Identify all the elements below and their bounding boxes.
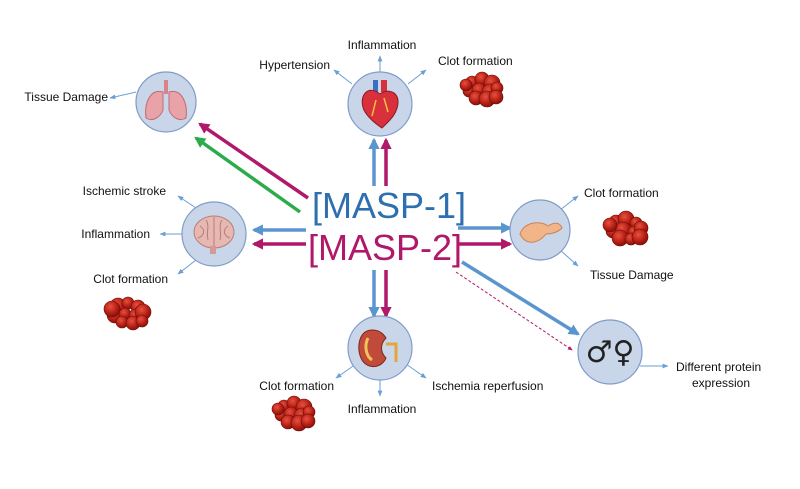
clot-icon [602,210,649,247]
node-heart [347,71,413,137]
node-lungs [135,71,197,133]
lungs-effect-tissue-damage: Tissue Damage [24,90,108,104]
effect-arrow-lungs-tissue [109,91,137,100]
blue-arrow-to-sex [461,260,580,336]
green-arrow-to-lungs [194,136,302,214]
effect-arrow-kidney-ischemia [405,363,427,379]
node-sex: ♂♀ [577,319,643,385]
effect-arrow-kidney-clot [335,363,357,379]
brain-effect-clot-formation: Clot formation [93,272,168,286]
brain-effect-inflammation: Inflammation [81,227,150,241]
heart-icon [361,80,399,129]
effect-arrow-brain-clot [177,259,197,275]
effect-arrows [109,55,669,397]
masp-arrows [194,122,580,351]
heart-effect-hypertension: Hypertension [259,58,330,72]
effect-arrow-pancreas-clot [559,195,579,211]
node-pancreas [509,199,571,261]
heart-effect-inflammation: Inflammation [347,38,417,52]
sex-effect-line-1: Different protein [676,360,762,374]
kidney-icon [358,329,398,367]
brain-effect-ischemic-stroke: Ischemic stroke [82,184,166,198]
masp1-label: [MASP-1] [312,185,467,226]
kidney-effect-ischemia-reperfusion: Ischemia reperfusion [432,379,544,393]
pancreas-icon [519,222,563,243]
heart-effect-clot-formation: Clot formation [438,54,513,68]
effect-arrow-heart-hypertension [333,69,353,85]
magenta-arrow-to-lungs [198,122,309,200]
effect-arrow-heart-clot [407,69,427,85]
masp2-label: [MASP-2] [308,227,463,268]
kidney-effect-clot-formation: Clot formation [259,379,334,393]
node-kidney [347,315,413,381]
kidney-effect-inflammation: Inflammation [347,402,417,416]
clot-icon [271,395,316,432]
pancreas-effect-tissue-damage: Tissue Damage [590,268,674,282]
lungs-icon [145,80,187,121]
clot-images [103,71,649,432]
dashed-magenta-arrow-to-sex [455,271,573,351]
sex-effect-line-2: expression [692,376,751,390]
clot-icon [459,71,504,108]
brain-icon [193,215,235,254]
effect-arrow-brain-stroke [177,195,197,209]
clot-icon [103,296,152,331]
male-female-icon: ♂♀ [586,335,635,370]
effect-arrow-pancreas-tissue [559,249,579,267]
pancreas-effect-clot-formation: Clot formation [584,186,659,200]
node-brain [181,201,247,267]
